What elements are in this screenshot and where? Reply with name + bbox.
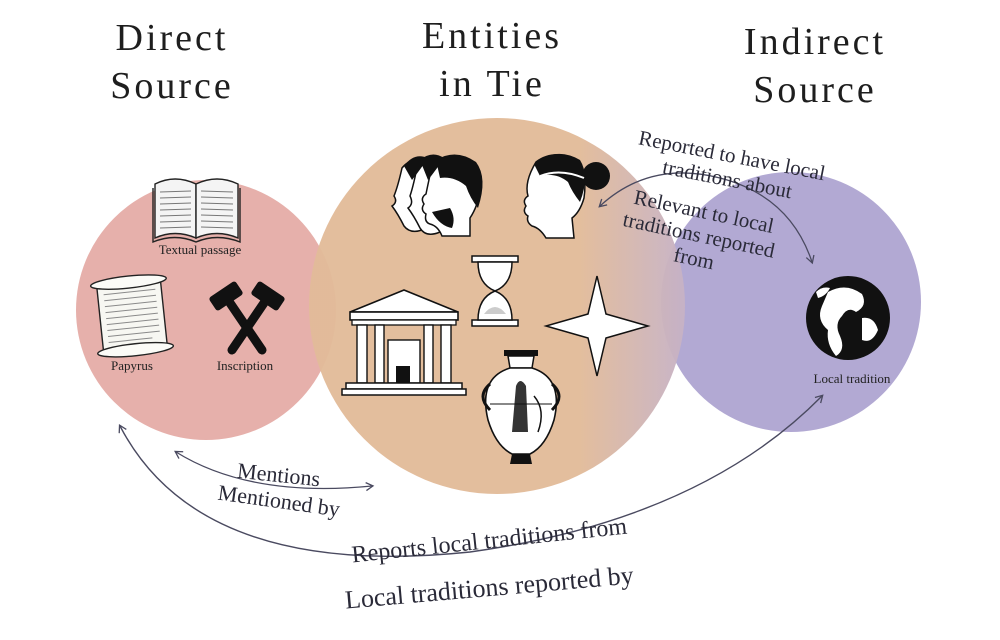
entities-heading-line1: Entities	[421, 15, 563, 57]
three-heads-icon	[390, 154, 483, 237]
direct-heading-line2: Source	[110, 65, 234, 107]
inscription-label: Inscription	[217, 358, 274, 373]
woman-head-icon	[523, 153, 610, 239]
direct-source-circle	[76, 180, 336, 440]
temple-icon	[341, 289, 467, 396]
direct-source-heading: Direct Source	[72, 14, 272, 110]
scroll-icon	[89, 274, 175, 358]
entities-heading-line2: in Tie	[439, 63, 545, 105]
local-traditions-reported-by-label: Local traditions reported by	[344, 560, 635, 614]
entities-indirect-arrow	[598, 172, 815, 265]
indirect-heading-line2: Source	[753, 69, 877, 111]
local-traditions-arrow	[118, 394, 824, 557]
globe-icon	[806, 276, 890, 360]
reports-local-traditions-label: Reports local traditions from	[350, 514, 628, 569]
crossed-hammers-icon	[209, 281, 285, 355]
hourglass-icon	[471, 255, 519, 327]
entities-heading: Entities in Tie	[392, 12, 592, 108]
papyrus-label: Papyrus	[111, 358, 153, 373]
direct-heading-line1: Direct	[115, 17, 229, 59]
indirect-source-heading: Indirect Source	[710, 18, 920, 114]
book-icon	[152, 178, 241, 244]
star-icon	[543, 275, 651, 377]
indirect-heading-line1: Indirect	[743, 21, 887, 63]
textual-passage-label: Textual passage	[159, 242, 242, 257]
local-tradition-label: Local tradition	[814, 371, 891, 386]
mentions-arrow	[174, 450, 375, 492]
